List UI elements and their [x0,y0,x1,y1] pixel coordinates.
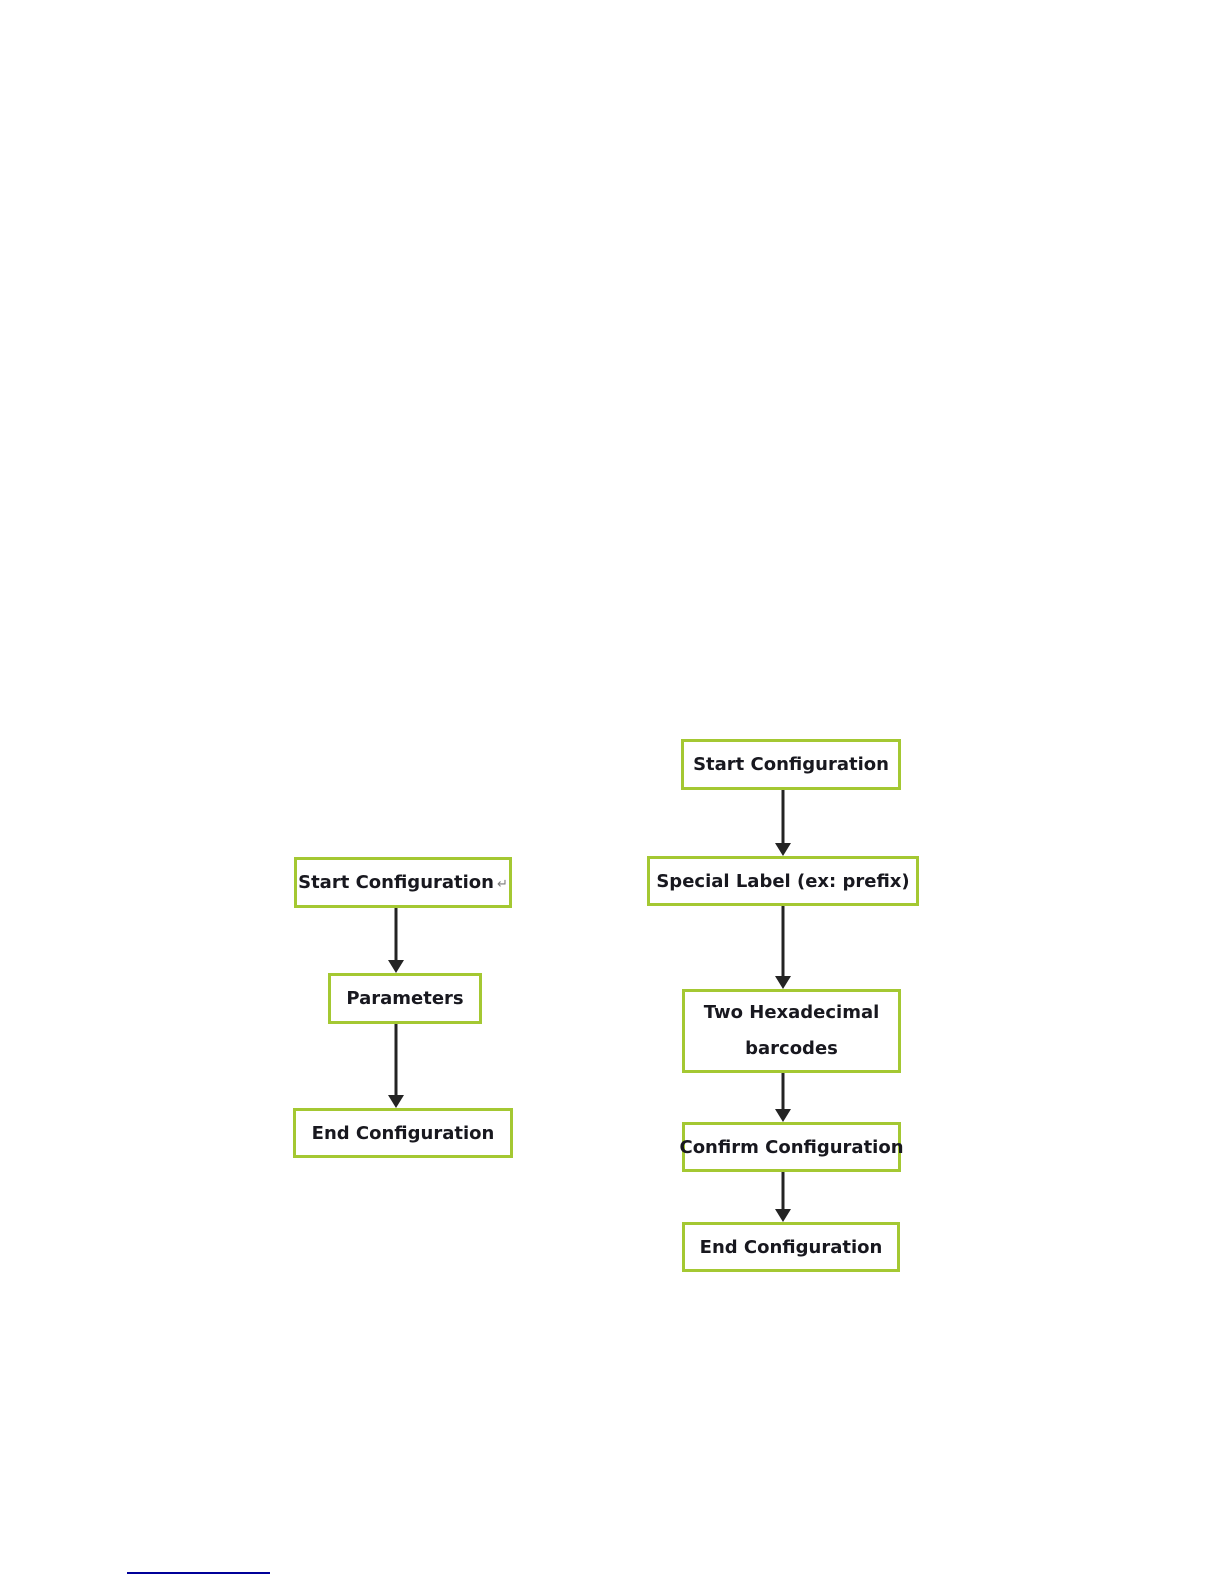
arrow-head-icon [775,1209,791,1222]
connector-arrow-down [775,1073,791,1122]
connector-arrow-down [775,906,791,989]
node-label: Parameters [346,988,464,1009]
node-label: Two Hexadecimal barcodes [703,1002,880,1059]
arrow-shaft [781,790,785,844]
flow-node-special-label: Special Label (ex: prefix) [647,856,919,906]
flow-node-start-configuration-left: Start Configuration↵ [294,857,512,908]
flow-node-confirm-configuration: Confirm Configuration [679,1122,904,1172]
arrow-shaft [781,1073,785,1110]
node-label: Confirm Configuration [679,1136,904,1158]
connector-arrow-down [388,908,404,973]
node-label: Special Label (ex: prefix) [656,870,910,892]
arrow-head-icon [775,976,791,989]
arrow-shaft [781,1172,785,1210]
flow-node-end-configuration-left: End Configuration [293,1108,513,1158]
connector-arrow-down [388,1024,404,1108]
connector-arrow-down [775,1172,791,1222]
arrow-shaft [781,906,785,977]
node-label: Start Configuration [693,754,889,775]
connector-arrow-down [775,790,791,856]
arrow-shaft [394,908,398,961]
flow-node-two-hexadecimal-barcodes: Two Hexadecimal barcodes [682,989,901,1073]
node-label: End Configuration [699,1236,883,1258]
arrow-head-icon [775,1109,791,1122]
flow-node-start-configuration-right: Start Configuration [681,739,901,790]
flow-node-end-configuration-right: End Configuration [682,1222,900,1272]
flow-node-parameters: Parameters [328,973,482,1024]
arrow-shaft [394,1024,398,1096]
node-label: End Configuration [311,1122,495,1144]
arrow-head-icon [388,960,404,973]
line-break-mark-icon: ↵ [496,877,508,892]
node-label: Start Configuration [298,872,494,893]
arrow-head-icon [388,1095,404,1108]
arrow-head-icon [775,843,791,856]
footnote-separator-line [127,1572,270,1574]
